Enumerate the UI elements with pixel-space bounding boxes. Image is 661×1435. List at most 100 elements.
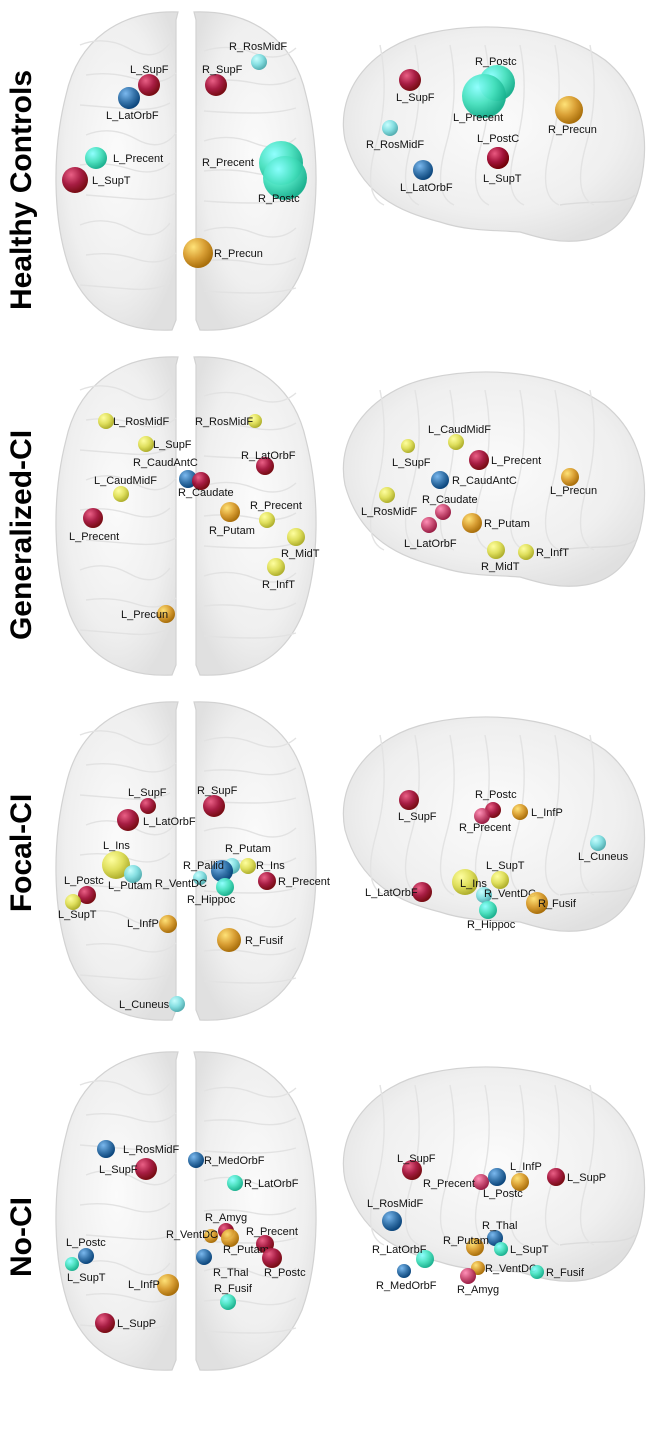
gyrus-line [79, 565, 171, 581]
node-label: R_Putam [443, 1235, 489, 1247]
node-label: L_Postc [64, 875, 104, 887]
node-l-precun-axial [157, 605, 175, 623]
node-r-rosmidf-sagittal [382, 120, 398, 136]
gyrus-line [79, 220, 171, 236]
gyrus-line [85, 252, 177, 263]
gyrus-line [79, 385, 171, 401]
node-r-putam-sagittal [462, 513, 482, 533]
node-l-caudmidf-sagittal [448, 434, 464, 450]
gyrus-line [203, 107, 297, 114]
gyrus-line [85, 192, 177, 201]
node-label: R_Putam [209, 525, 255, 537]
node-label: R_Amyg [205, 1212, 247, 1224]
node-label: L_RosMidF [361, 506, 418, 518]
node-label: L_SupF [99, 1164, 138, 1176]
gyrus-line [203, 1207, 297, 1216]
gyrus-line [203, 1237, 297, 1244]
node-l-supt-sagittal [491, 871, 509, 889]
node-label: L_SupF [396, 92, 435, 104]
node-label: L_SupP [567, 1172, 606, 1184]
node-label: R_Precent [250, 500, 302, 512]
sulcus-line [579, 734, 595, 896]
node-r-precent-axial [258, 872, 276, 890]
node-label: R_RosMidF [366, 139, 424, 151]
gyrus-line [203, 287, 297, 294]
node-label: R_Fusif [546, 1267, 585, 1279]
gyrus-line [79, 972, 171, 981]
gyrus-line [203, 977, 297, 984]
node-label: R_MidT [281, 548, 320, 560]
node-r-postc-axial [263, 156, 307, 200]
node-l-supt-sagittal [494, 1242, 508, 1256]
node-label: R_Thal [482, 1220, 517, 1232]
node-label: R_MedOrbF [204, 1155, 265, 1167]
node-label: R_Hippoc [467, 919, 516, 931]
node-l-supt-sagittal [487, 147, 509, 169]
gyrus-line [85, 882, 177, 891]
node-l-rosmidf-axial [97, 1140, 115, 1158]
sulcus-line [439, 1084, 455, 1246]
node-label: R_RosMidF [195, 416, 253, 428]
node-l-supf-axial [140, 798, 156, 814]
node-label: R_SupF [197, 785, 238, 797]
node-label: R_Postc [264, 1267, 306, 1279]
node-r-midt-sagittal [487, 541, 505, 559]
node-label: R_LatOrbF [372, 1244, 427, 1256]
node-l-rosmidf-axial [98, 413, 114, 429]
node-label: R_VentDC [155, 878, 207, 890]
node-label: L_InfP [510, 1161, 542, 1173]
gyrus-line [203, 1147, 297, 1154]
node-label: R_Precun [214, 248, 263, 260]
gyrus-line [79, 627, 171, 636]
node-l-precent-axial [83, 508, 103, 528]
node-r-fusif-sagittal [530, 1265, 544, 1279]
gyrus-line [85, 537, 177, 546]
node-label: L_LatOrbF [404, 538, 457, 550]
sulcus-line [579, 44, 595, 206]
node-r-thal-sagittal [487, 1230, 503, 1246]
node-label: R_Fusif [214, 1283, 253, 1295]
node-l-supp-axial [95, 1313, 115, 1333]
node-label: R_InfT [262, 579, 295, 591]
node-label: L_SupF [153, 439, 192, 451]
node-l-latorbf-axial [117, 809, 139, 831]
node-l-infp-axial [157, 1274, 179, 1296]
gyrus-line [85, 597, 177, 608]
node-label: L_CaudMidF [94, 475, 157, 487]
node-label: L_SupF [392, 457, 431, 469]
node-label: R_Precent [278, 876, 330, 888]
node-r-putam-axial [220, 502, 240, 522]
gyrus-line [85, 475, 177, 491]
sulcus-line [369, 44, 385, 206]
gyrus-line [203, 226, 297, 238]
node-r-latorbf-axial [227, 1175, 243, 1191]
right-hemisphere [193, 356, 317, 676]
node-label: R_Precent [423, 1178, 475, 1190]
node-label: R_Precent [202, 157, 254, 169]
sulcus-line [544, 1084, 560, 1246]
node-r-precent-sagittal [473, 1174, 489, 1190]
node-label: L_Putam [108, 880, 152, 892]
node-label: R_VentDC [484, 888, 536, 900]
node-r-thal-axial [196, 1249, 212, 1265]
cerebellum-line [559, 884, 636, 896]
gyrus-line [203, 197, 297, 204]
node-label: L_SupP [117, 1318, 156, 1330]
node-l-supp-sagittal [547, 1168, 565, 1186]
node-r-precent-sagittal [474, 808, 490, 824]
node-label: L_Cuneus [119, 999, 170, 1011]
node-l-postc-axial [78, 886, 96, 904]
sulcus-line [544, 734, 560, 896]
gyrus-line [79, 852, 171, 863]
node-r-ventdc-sagittal [476, 887, 492, 903]
node-label: R_Postc [475, 789, 517, 801]
gyrus-line [203, 422, 297, 431]
node-r-pallid-axial [211, 860, 233, 882]
gyrus-line [203, 1327, 297, 1334]
gyrus-line [79, 282, 171, 291]
node-label: L_RosMidF [123, 1144, 180, 1156]
node-l-precun-sagittal [561, 468, 579, 486]
node-label: R_Pallid [183, 860, 224, 872]
node-label: R_MedOrbF [376, 1280, 437, 1292]
